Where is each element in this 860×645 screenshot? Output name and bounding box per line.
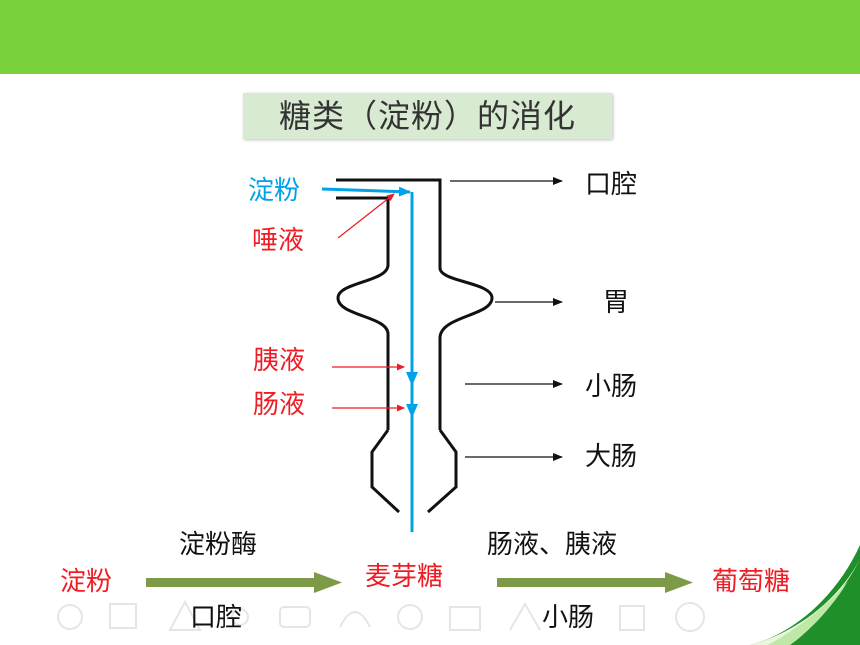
step2-arrow-shaft xyxy=(497,578,669,587)
starch-input-label: 淀粉 xyxy=(248,176,301,206)
step2-site-label: 小肠 xyxy=(542,603,595,633)
step1-arrow-shaft xyxy=(146,578,318,587)
step2-enzyme-label: 肠液、胰液 xyxy=(487,530,618,560)
pancreatic-juice-label: 胰液 xyxy=(253,346,306,376)
stomach-right-outline xyxy=(438,267,494,339)
page-title: 糖类（淀粉）的消化 xyxy=(243,93,612,139)
step2-arrow-head xyxy=(665,572,693,593)
step1-arrow-head xyxy=(314,572,342,593)
page-curl-corner xyxy=(750,545,860,645)
starch-entry-flow-arrow xyxy=(321,186,411,197)
pathway-intermediate-label: 麦芽糖 xyxy=(365,562,444,592)
intestinal-juice-label: 肠液 xyxy=(253,390,306,420)
large-intestine-left xyxy=(370,429,401,514)
mouth-outline-bottom xyxy=(336,196,390,265)
small-intestine-label: 小肠 xyxy=(585,372,638,402)
header-bar xyxy=(0,0,860,74)
large-intestine-label: 大肠 xyxy=(585,442,638,472)
stomach-left-outline xyxy=(336,264,390,335)
mouth-outline-top xyxy=(336,178,442,268)
large-intestine-right xyxy=(427,429,458,514)
saliva-label: 唾液 xyxy=(252,226,305,256)
decorative-doodles xyxy=(57,599,705,632)
mouth-label: 口腔 xyxy=(585,170,638,200)
pathway-end-label: 葡萄糖 xyxy=(712,567,791,597)
pathway-start-label: 淀粉 xyxy=(60,567,113,597)
saliva-arrow xyxy=(337,193,395,239)
step1-enzyme-label: 淀粉酶 xyxy=(179,530,258,560)
flow-arrowhead-1 xyxy=(406,372,418,386)
step1-site-label: 口腔 xyxy=(190,603,243,633)
stomach-label: 胃 xyxy=(603,288,630,318)
flow-arrowhead-2 xyxy=(406,404,418,418)
